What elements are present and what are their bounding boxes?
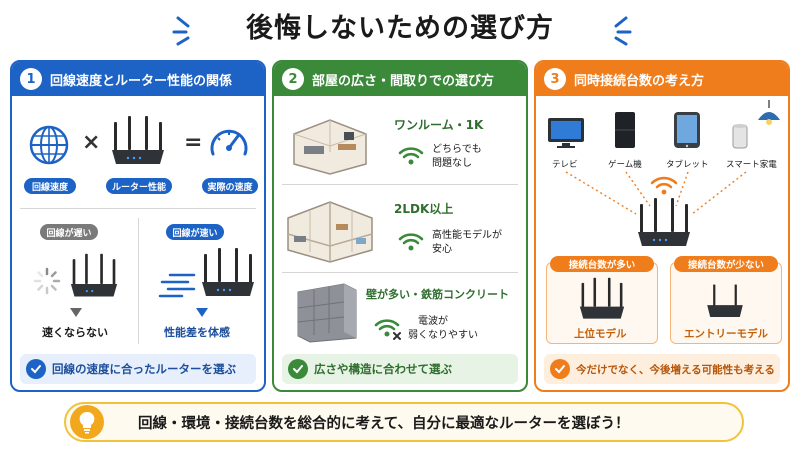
panel-header: 3 同時接続台数の考え方	[536, 62, 788, 96]
device-label-tv: テレビ	[552, 160, 578, 170]
panel-heading: 部屋の広さ・間取りでの選び方	[312, 73, 495, 89]
equals-operator: =	[184, 130, 203, 155]
panel-footer-text: 回線の速度に合ったルーターを選ぶ	[52, 362, 236, 376]
fast-result-text: 性能差を体感	[164, 326, 230, 339]
times-operator: ×	[82, 130, 101, 155]
smart-lamp-icon	[758, 100, 780, 125]
wall-title: 壁が多い・鉄筋コンクリート	[366, 288, 509, 301]
tag-fast-line: 回線が速い	[166, 224, 224, 240]
device-label-game: ゲーム機	[608, 160, 642, 170]
panel-footer: 回線の速度に合ったルーターを選ぶ	[20, 354, 256, 384]
router-icon	[112, 116, 164, 164]
globe-icon	[29, 125, 69, 165]
device-label-smart: スマート家電	[726, 160, 777, 170]
summary-banner: 回線・環境・接続台数を総合的に考えて、自分に最適なルーターを選ぼう！	[64, 402, 744, 442]
page-title: 後悔しないための選び方	[246, 13, 554, 44]
smart-speaker-icon	[732, 124, 748, 149]
one-room-title: ワンルーム・1K	[394, 118, 484, 132]
panel-connections: 3 同時接続台数の考え方 テレビ	[534, 60, 790, 392]
lightbulb-icon	[70, 405, 104, 439]
divider-vertical	[138, 218, 139, 344]
high-end-model-label: 上位モデル	[574, 328, 627, 340]
weak-wifi-icon	[374, 319, 401, 340]
speed-lines-icon	[158, 273, 196, 298]
label-router-performance: ルーター性能	[106, 178, 172, 194]
wifi-icon	[398, 233, 424, 251]
game-console-icon	[615, 112, 635, 148]
panel-room-size: 2 部屋の広さ・間取りでの選び方 ワンルーム・1K どちらでも 問題なし	[272, 60, 528, 392]
panel-header: 1 回線速度とルーター性能の関係	[12, 62, 264, 96]
divider	[20, 208, 256, 209]
connection-lines	[565, 171, 747, 215]
high-end-router-icon	[579, 277, 625, 319]
concrete-wall-illustration	[297, 283, 357, 343]
panel-heading: 同時接続台数の考え方	[574, 73, 705, 89]
sparkle-decoration-left	[172, 16, 190, 46]
check-icon	[288, 359, 308, 379]
entry-model-label: エントリーモデル	[684, 328, 768, 340]
arrow-down-icon	[70, 308, 82, 317]
panel-heading: 回線速度とルーター性能の関係	[50, 73, 233, 89]
wall-desc-2: 弱くなりやすい	[408, 330, 478, 341]
slow-result-text: 速くならない	[42, 326, 108, 339]
panel-number: 1	[20, 68, 42, 90]
loading-spinner-icon	[33, 267, 61, 295]
summary-text: 回線・環境・接続台数を総合的に考えて、自分に最適なルーターを選ぼう！	[138, 415, 630, 432]
entry-router-icon	[707, 284, 743, 318]
wifi-signal-icon	[650, 176, 678, 195]
panel-footer-text: 広さや構造に合わせて選ぶ	[314, 362, 452, 376]
router-icon	[70, 253, 118, 297]
check-icon	[26, 359, 46, 379]
panel-footer: 広さや構造に合わせて選ぶ	[282, 354, 518, 384]
label-actual-speed: 実際の速度	[202, 178, 258, 194]
divider	[282, 272, 518, 273]
tag-few-connections: 接続台数が少ない	[674, 256, 778, 272]
one-room-desc-1: どちらでも	[432, 144, 482, 155]
panel-number: 3	[544, 68, 566, 90]
sparkle-decoration-right	[614, 16, 632, 46]
multi-room-title: 2LDK以上	[394, 202, 454, 216]
few-connections-box	[670, 262, 782, 344]
tv-icon	[548, 118, 584, 148]
panel-footer-text: 今だけでなく、今後増える可能性も考える	[576, 363, 775, 376]
check-icon	[550, 359, 570, 379]
divider	[282, 184, 518, 185]
multi-room-desc-2: 安心	[432, 244, 452, 255]
arrow-down-icon	[196, 308, 208, 317]
many-connections-box	[546, 262, 658, 344]
tag-many-connections: 接続台数が多い	[550, 256, 654, 272]
tag-slow-line: 回線が遅い	[40, 224, 98, 240]
speedometer-icon	[210, 129, 248, 156]
tablet-icon	[674, 112, 700, 148]
panel-number: 2	[282, 68, 304, 90]
router-icon	[202, 248, 254, 296]
panel-line-speed: 1 回線速度とルーター性能の関係 × =	[10, 60, 266, 392]
wall-desc-1: 電波が	[418, 316, 448, 327]
panel-header: 2 部屋の広さ・間取りでの選び方	[274, 62, 526, 96]
router-icon	[638, 198, 690, 246]
one-room-illustration	[293, 119, 367, 175]
device-label-tablet: タブレット	[666, 160, 709, 170]
multi-room-illustration	[287, 201, 373, 263]
one-room-desc-2: 問題なし	[432, 158, 472, 169]
wifi-icon	[398, 147, 424, 165]
label-line-speed: 回線速度	[24, 178, 76, 194]
multi-room-desc-1: 高性能モデルが	[432, 230, 502, 241]
panel-footer: 今だけでなく、今後増える可能性も考える	[544, 354, 780, 384]
